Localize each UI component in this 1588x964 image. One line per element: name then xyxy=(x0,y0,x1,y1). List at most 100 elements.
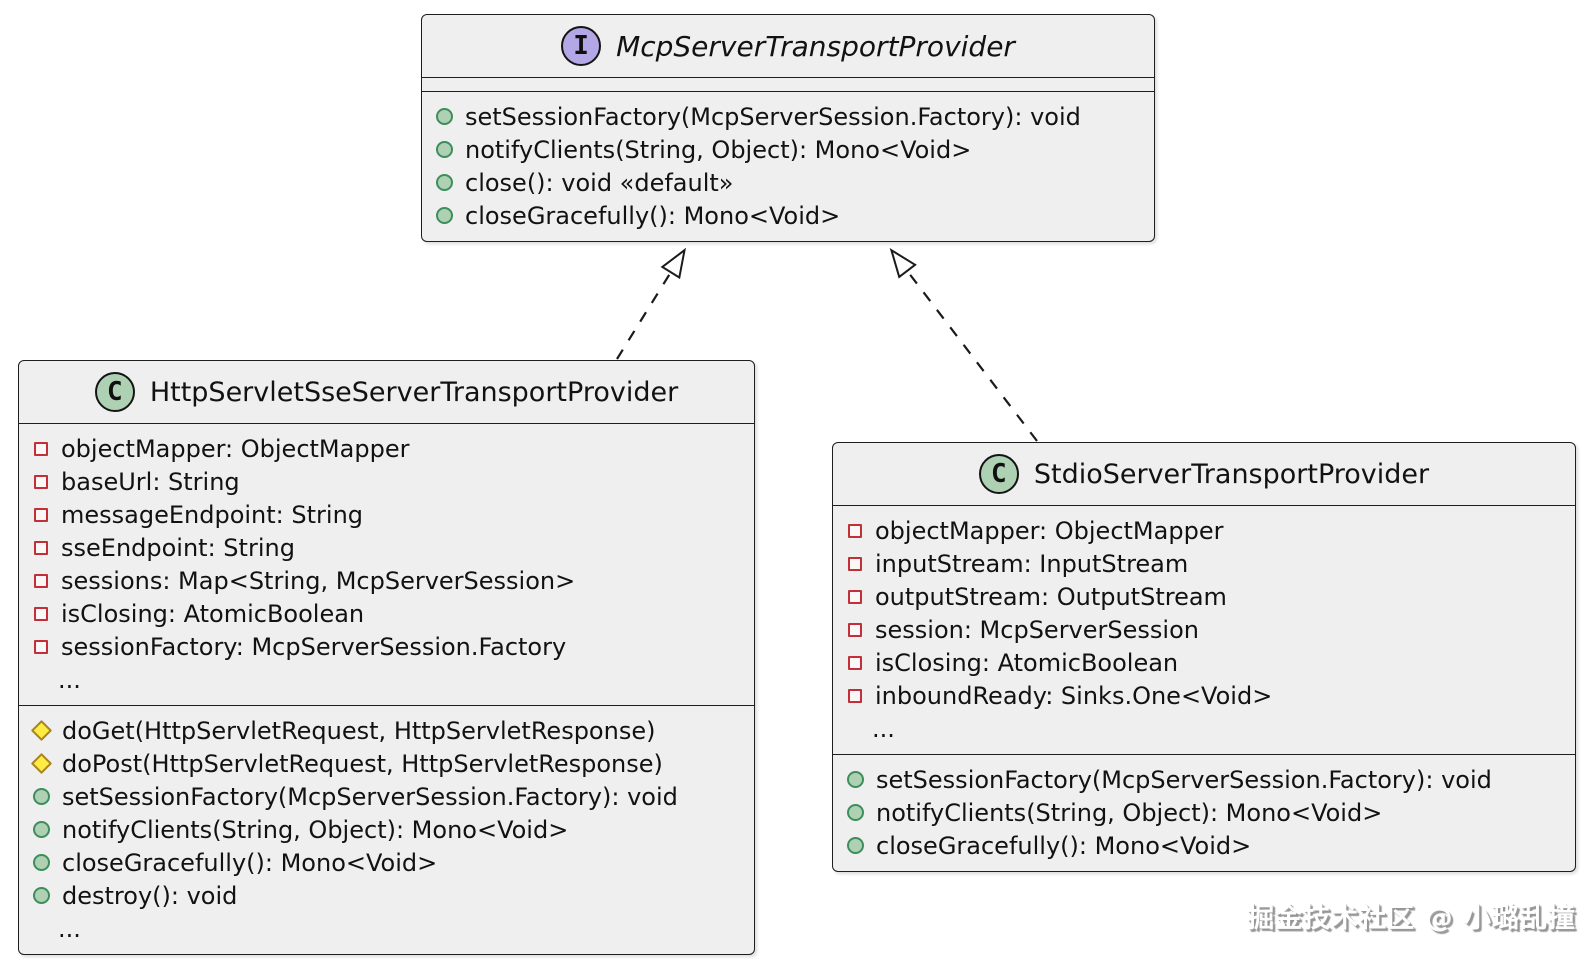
member-text: close(): void «default» xyxy=(465,168,734,197)
public-visibility-marker-icon xyxy=(33,821,50,838)
member-row: ... xyxy=(33,912,746,945)
private-visibility-marker-icon xyxy=(34,507,48,522)
member-text: ... xyxy=(58,914,81,943)
class-header: C HttpServletSseServerTransportProvider xyxy=(19,361,754,423)
class-stdioservertransportprovider: C StdioServerTransportProvider objectMap… xyxy=(832,442,1576,872)
member-text: isClosing: AtomicBoolean xyxy=(875,648,1179,677)
member-row: doGet(HttpServletRequest, HttpServletRes… xyxy=(30,714,746,747)
private-visibility-marker-icon xyxy=(848,523,862,538)
member-text: closeGracefully(): Mono<Void> xyxy=(876,831,1252,860)
member-text: outputStream: OutputStream xyxy=(875,582,1227,611)
watermark-text: 掘金技术社区 @ 小璐乱撞 xyxy=(1247,903,1576,934)
class-icon: C xyxy=(978,454,1019,494)
member-row: sessionFactory: McpServerSession.Factory xyxy=(33,630,746,663)
member-text: notifyClients(String, Object): Mono<Void… xyxy=(62,815,569,844)
member-text: sessions: Map<String, McpServerSession> xyxy=(61,566,576,595)
public-visibility-marker-icon xyxy=(847,837,864,854)
class-methods: setSessionFactory(McpServerSession.Facto… xyxy=(833,754,1575,871)
protected-visibility-marker-icon xyxy=(30,719,53,742)
member-row: setSessionFactory(McpServerSession.Facto… xyxy=(436,100,1146,133)
member-text: setSessionFactory(McpServerSession.Facto… xyxy=(876,765,1492,794)
interface-methods: setSessionFactory(McpServerSession.Facto… xyxy=(422,91,1154,241)
member-row: notifyClients(String, Object): Mono<Void… xyxy=(847,796,1567,829)
member-row: ... xyxy=(33,663,746,696)
member-row: messageEndpoint: String xyxy=(33,498,746,531)
public-visibility-marker-icon xyxy=(33,788,50,805)
public-visibility-marker-icon xyxy=(436,108,453,125)
interface-fields-empty xyxy=(422,77,1154,91)
member-text: isClosing: AtomicBoolean xyxy=(61,599,365,628)
private-visibility-marker-icon xyxy=(848,688,862,703)
member-row: objectMapper: ObjectMapper xyxy=(847,514,1567,547)
private-visibility-marker-icon xyxy=(34,441,48,456)
member-row: closeGracefully(): Mono<Void> xyxy=(847,829,1567,862)
member-text: inputStream: InputStream xyxy=(875,549,1189,578)
public-visibility-marker-icon xyxy=(33,854,50,871)
member-row: setSessionFactory(McpServerSession.Facto… xyxy=(33,780,746,813)
member-text: notifyClients(String, Object): Mono<Void… xyxy=(876,798,1383,827)
member-text: baseUrl: String xyxy=(61,467,240,496)
member-row: notifyClients(String, Object): Mono<Void… xyxy=(33,813,746,846)
public-visibility-marker-icon xyxy=(847,771,864,788)
member-text: closeGracefully(): Mono<Void> xyxy=(62,848,438,877)
member-row: sessions: Map<String, McpServerSession> xyxy=(33,564,746,597)
private-visibility-marker-icon xyxy=(34,474,48,489)
member-text: sseEndpoint: String xyxy=(61,533,295,562)
member-text: objectMapper: ObjectMapper xyxy=(875,516,1224,545)
class-name: StdioServerTransportProvider xyxy=(1033,458,1430,490)
member-text: ... xyxy=(58,665,81,694)
member-text: inboundReady: Sinks.One<Void> xyxy=(875,681,1273,710)
member-row: isClosing: AtomicBoolean xyxy=(33,597,746,630)
member-text: doPost(HttpServletRequest, HttpServletRe… xyxy=(62,749,663,778)
member-row: closeGracefully(): Mono<Void> xyxy=(436,199,1146,232)
member-row: inputStream: InputStream xyxy=(847,547,1567,580)
class-icon: C xyxy=(94,372,135,412)
class-name: HttpServletSseServerTransportProvider xyxy=(149,376,679,408)
member-row: closeGracefully(): Mono<Void> xyxy=(33,846,746,879)
member-text: destroy(): void xyxy=(62,881,238,910)
private-visibility-marker-icon xyxy=(848,589,862,604)
private-visibility-marker-icon xyxy=(848,655,862,670)
private-visibility-marker-icon xyxy=(848,556,862,571)
interface-header: I McpServerTransportProvider xyxy=(422,15,1154,77)
member-text: objectMapper: ObjectMapper xyxy=(61,434,410,463)
member-text: setSessionFactory(McpServerSession.Facto… xyxy=(62,782,678,811)
class-fields: objectMapper: ObjectMapper baseUrl: Strin… xyxy=(19,423,754,705)
member-row: setSessionFactory(McpServerSession.Facto… xyxy=(847,763,1567,796)
member-text: closeGracefully(): Mono<Void> xyxy=(465,201,841,230)
public-visibility-marker-icon xyxy=(436,141,453,158)
private-visibility-marker-icon xyxy=(848,622,862,637)
class-header: C StdioServerTransportProvider xyxy=(833,443,1575,505)
realization-arrow-http xyxy=(616,247,686,360)
class-fields: objectMapper: ObjectMapper inputStream: I… xyxy=(833,505,1575,754)
interface-mcpservertransportprovider: I McpServerTransportProvider setSessionF… xyxy=(421,14,1155,242)
member-text: setSessionFactory(McpServerSession.Facto… xyxy=(465,102,1081,131)
interface-name: McpServerTransportProvider xyxy=(616,29,1015,63)
private-visibility-marker-icon xyxy=(34,573,48,588)
member-text: messageEndpoint: String xyxy=(61,500,364,529)
private-visibility-marker-icon xyxy=(34,540,48,555)
realization-arrow-stdio xyxy=(889,247,1038,442)
public-visibility-marker-icon xyxy=(33,887,50,904)
public-visibility-marker-icon xyxy=(847,804,864,821)
member-row: ... xyxy=(847,712,1567,745)
member-text: session: McpServerSession xyxy=(875,615,1199,644)
member-text: sessionFactory: McpServerSession.Factory xyxy=(61,632,567,661)
member-text: doGet(HttpServletRequest, HttpServletRes… xyxy=(62,716,656,745)
member-text: ... xyxy=(872,714,895,743)
member-row: sseEndpoint: String xyxy=(33,531,746,564)
member-row: outputStream: OutputStream xyxy=(847,580,1567,613)
member-row: notifyClients(String, Object): Mono<Void… xyxy=(436,133,1146,166)
member-row: objectMapper: ObjectMapper xyxy=(33,432,746,465)
public-visibility-marker-icon xyxy=(436,174,453,191)
member-row: doPost(HttpServletRequest, HttpServletRe… xyxy=(30,747,746,780)
protected-visibility-marker-icon xyxy=(30,752,53,775)
class-httpservletsseservertransportprovider: C HttpServletSseServerTransportProvider … xyxy=(18,360,755,955)
class-methods: doGet(HttpServletRequest, HttpServletRes… xyxy=(19,705,754,954)
public-visibility-marker-icon xyxy=(436,207,453,224)
private-visibility-marker-icon xyxy=(34,606,48,621)
member-row: session: McpServerSession xyxy=(847,613,1567,646)
member-row: inboundReady: Sinks.One<Void> xyxy=(847,679,1567,712)
member-row: isClosing: AtomicBoolean xyxy=(847,646,1567,679)
